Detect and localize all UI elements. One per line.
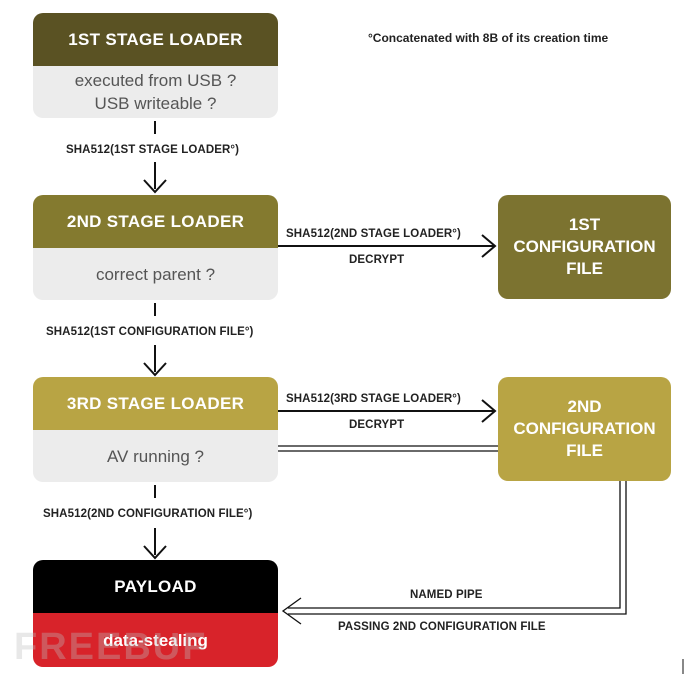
arrowhead-s3-cfg2 — [481, 399, 497, 423]
stage1-check-writeable: USB writeable ? — [94, 94, 217, 113]
config1-line2: CONFIGURATION — [513, 237, 656, 256]
edge-label-pipe-bottom: PASSING 2ND CONFIGURATION FILE — [338, 621, 546, 633]
config1-line3: FILE — [566, 259, 603, 278]
stage2-title: 2ND STAGE LOADER — [33, 195, 278, 248]
stage3-title: 3RD STAGE LOADER — [33, 377, 278, 430]
stage1-loader-box: 1ST STAGE LOADER executed from USB ? USB… — [33, 13, 278, 118]
config2-line3: FILE — [566, 441, 603, 460]
arrowhead-pipe-payload — [281, 597, 302, 625]
edge-label-s3-payload: SHA512(2ND CONFIGURATION FILE°) — [43, 508, 253, 520]
stage2-check-parent: correct parent ? — [95, 264, 216, 284]
stage2-checks: correct parent ? — [33, 248, 278, 300]
footnote: °Concatenated with 8B of its creation ti… — [368, 31, 609, 45]
config2-box: 2ND CONFIGURATION FILE — [498, 377, 671, 481]
edge-label-s3-cfg2-bottom: DECRYPT — [349, 419, 405, 431]
arrowhead-s3-payload — [143, 545, 167, 560]
arrowhead-s2-cfg1 — [481, 234, 497, 258]
config2-line2: CONFIGURATION — [513, 419, 656, 438]
edge-label-pipe-top: NAMED PIPE — [410, 589, 483, 601]
payload-subtitle: data-stealing — [103, 630, 208, 650]
pipe-line-outer-a — [288, 481, 621, 609]
payload-title: PAYLOAD — [33, 560, 278, 613]
arrowhead-s1-s2 — [143, 179, 167, 194]
edge-label-s2-cfg1-top: SHA512(2ND STAGE LOADER°) — [286, 228, 461, 240]
payload-subtitle-area: data-stealing — [33, 613, 278, 667]
config1-line1: 1ST — [568, 215, 601, 234]
stage3-check-av: AV running ? — [106, 446, 205, 466]
payload-box: PAYLOAD data-stealing — [33, 560, 278, 667]
config2-line1: 2ND — [567, 397, 602, 416]
stage1-title: 1ST STAGE LOADER — [33, 13, 278, 66]
stage1-check-usb: executed from USB ? — [74, 71, 237, 90]
stage1-checks: executed from USB ? USB writeable ? — [33, 66, 278, 118]
arrowhead-s2-s3 — [143, 362, 167, 377]
stage3-loader-box: 3RD STAGE LOADER AV running ? — [33, 377, 278, 482]
pipe-line-outer-b — [288, 481, 627, 615]
stage3-checks: AV running ? — [33, 430, 278, 482]
edge-label-s3-cfg2-top: SHA512(3RD STAGE LOADER°) — [286, 393, 461, 405]
watermark: FREEBUF — [14, 626, 208, 668]
edge-label-s2-cfg1-bottom: DECRYPT — [349, 254, 405, 266]
edge-label-s2-s3: SHA512(1ST CONFIGURATION FILE°) — [46, 326, 254, 338]
stage2-loader-box: 2ND STAGE LOADER correct parent ? — [33, 195, 278, 300]
config1-box: 1ST CONFIGURATION FILE — [498, 195, 671, 299]
edge-label-s1-s2: SHA512(1ST STAGE LOADER°) — [66, 144, 240, 156]
